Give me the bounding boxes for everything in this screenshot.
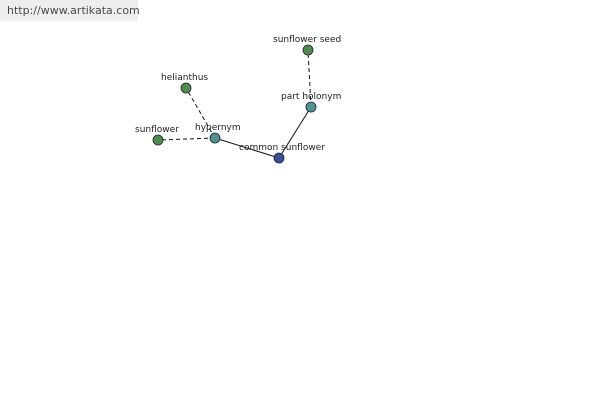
node-sunflower[interactable]: sunflower <box>135 125 179 146</box>
node-dot-helianthus[interactable] <box>180 82 192 94</box>
node-helianthus[interactable]: helianthus <box>161 73 208 94</box>
edge-common-sunflower-to-part-holonym <box>278 106 312 159</box>
node-dot-sunflower-seed[interactable] <box>302 44 314 56</box>
node-label-sunflower: sunflower <box>135 125 179 135</box>
edge-common-sunflower-to-hypernym <box>214 137 280 159</box>
node-common-sunflower[interactable]: common sunflower <box>239 143 325 164</box>
node-label-hypernym: hypernym <box>195 123 241 133</box>
nodes-layer: common sunflower hypernym part holonym sunf… <box>135 35 341 164</box>
node-dot-common-sunflower[interactable] <box>273 152 285 164</box>
node-label-helianthus: helianthus <box>161 73 208 83</box>
edges-layer <box>157 49 312 159</box>
node-part-holonym[interactable]: part holonym <box>281 92 341 113</box>
node-dot-sunflower[interactable] <box>152 134 164 146</box>
node-dot-hypernym[interactable] <box>209 132 221 144</box>
node-label-part-holonym: part holonym <box>281 92 341 102</box>
node-label-common-sunflower: common sunflower <box>239 143 325 153</box>
site-url-link[interactable]: http://www.artikata.com <box>0 0 140 21</box>
edge-hypernym-to-helianthus <box>185 87 216 139</box>
node-hypernym[interactable]: hypernym <box>195 123 241 144</box>
node-sunflower-seed[interactable]: sunflower seed <box>273 35 341 56</box>
node-label-sunflower-seed: sunflower seed <box>273 35 341 45</box>
edge-part-holonym-to-sunflower-seed <box>307 49 312 108</box>
node-dot-part-holonym[interactable] <box>305 101 317 113</box>
edge-hypernym-to-sunflower <box>157 137 216 141</box>
